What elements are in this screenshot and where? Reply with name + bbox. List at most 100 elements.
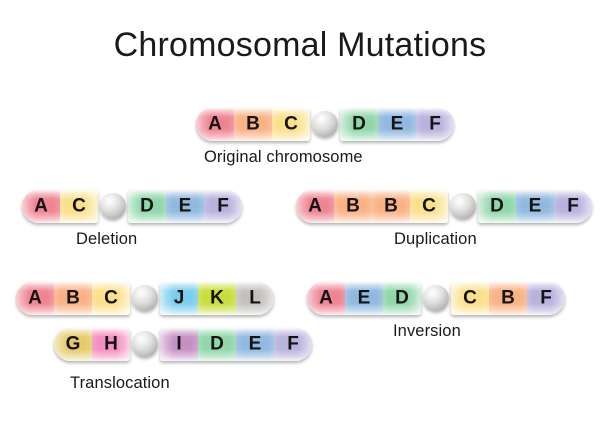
segment-label: D [352, 113, 366, 134]
chromosome-segment-e: E [378, 107, 416, 141]
chromosome-segment-e: E [516, 189, 554, 223]
chromosome-segment-c: C [451, 281, 489, 315]
segment-fill [54, 327, 92, 361]
chromosome-segment-g: G [54, 327, 92, 361]
chromosome-segment-l: L [236, 281, 274, 315]
segment-label: D [210, 333, 224, 354]
segment-fill [60, 189, 98, 223]
segment-fill [22, 189, 60, 223]
segment-label: H [104, 333, 118, 354]
chromosome-segment-h: H [92, 327, 130, 361]
caption-original-chromosome: Original chromosome [204, 148, 363, 166]
segment-fill [410, 189, 448, 223]
segment-fill [340, 107, 378, 141]
segment-fill [516, 189, 554, 223]
segment-label: B [501, 287, 515, 308]
chromosome-segment-d: D [198, 327, 236, 361]
segment-fill [274, 327, 312, 361]
chromosome-segment-f: F [274, 327, 312, 361]
page-title: Chromosomal Mutations [113, 26, 487, 64]
segment-label: C [463, 287, 477, 308]
segment-label: E [390, 113, 404, 134]
chromosome-segment-c: C [272, 107, 310, 141]
segment-label: A [308, 195, 322, 216]
caption-duplication: Duplication [394, 230, 477, 248]
segment-label: E [178, 195, 192, 216]
chromosome-segment-c: C [60, 189, 98, 223]
chromosome-segment-f: F [204, 189, 242, 223]
segment-label: C [284, 113, 298, 134]
segment-fill [196, 107, 234, 141]
chromosome-arm-right: D E F [128, 189, 242, 223]
segment-fill [236, 327, 274, 361]
caption-translocation: Translocation [70, 374, 170, 392]
chromosome-segment-a: A [22, 189, 60, 223]
caption-inversion: Inversion [393, 322, 461, 340]
segment-label: B [346, 195, 360, 216]
chromosome-segment-b: B [489, 281, 527, 315]
chromosome-segment-d: D [340, 107, 378, 141]
chromosome-segment-d: D [478, 189, 516, 223]
chromosome-segment-a: A [16, 281, 54, 315]
segment-label: F [287, 333, 299, 354]
caption-deletion: Deletion [76, 230, 138, 248]
segment-fill [272, 107, 310, 141]
segment-label: E [528, 195, 542, 216]
segment-fill [478, 189, 516, 223]
chromosome-segment-a: A [296, 189, 334, 223]
segment-fill [16, 281, 54, 315]
centromere [423, 285, 449, 311]
segment-fill [372, 189, 410, 223]
chromosome-segment-k: K [198, 281, 236, 315]
segment-label: F [540, 287, 552, 308]
segment-fill [378, 107, 416, 141]
segment-fill [54, 281, 92, 315]
chromosome-segment-b: B [372, 189, 410, 223]
segment-label: L [249, 287, 261, 308]
segment-label: D [490, 195, 504, 216]
segment-label: C [422, 195, 436, 216]
segment-fill [236, 281, 274, 315]
chromosome-segment-f: F [527, 281, 565, 315]
segment-fill [198, 327, 236, 361]
centromere [312, 111, 338, 137]
segment-fill [296, 189, 334, 223]
chromosome-segment-i: I [160, 327, 198, 361]
segment-fill [92, 327, 130, 361]
segment-fill [234, 107, 272, 141]
segment-label: E [248, 333, 262, 354]
segment-label: A [319, 287, 333, 308]
segment-label: I [176, 333, 182, 354]
segment-label: F [217, 195, 229, 216]
centromere [132, 331, 158, 357]
segment-label: G [65, 333, 81, 354]
segment-fill [554, 189, 592, 223]
segment-label: D [140, 195, 154, 216]
chromosome-segment-b: B [234, 107, 272, 141]
segment-fill [166, 189, 204, 223]
centromere [450, 193, 476, 219]
chromosome-segment-j: J [160, 281, 198, 315]
segment-label: A [208, 113, 222, 134]
chromosome-segment-e: E [236, 327, 274, 361]
chromosome-segment-c: C [92, 281, 130, 315]
segment-label: E [357, 287, 371, 308]
chromosome-segment-d: D [383, 281, 421, 315]
